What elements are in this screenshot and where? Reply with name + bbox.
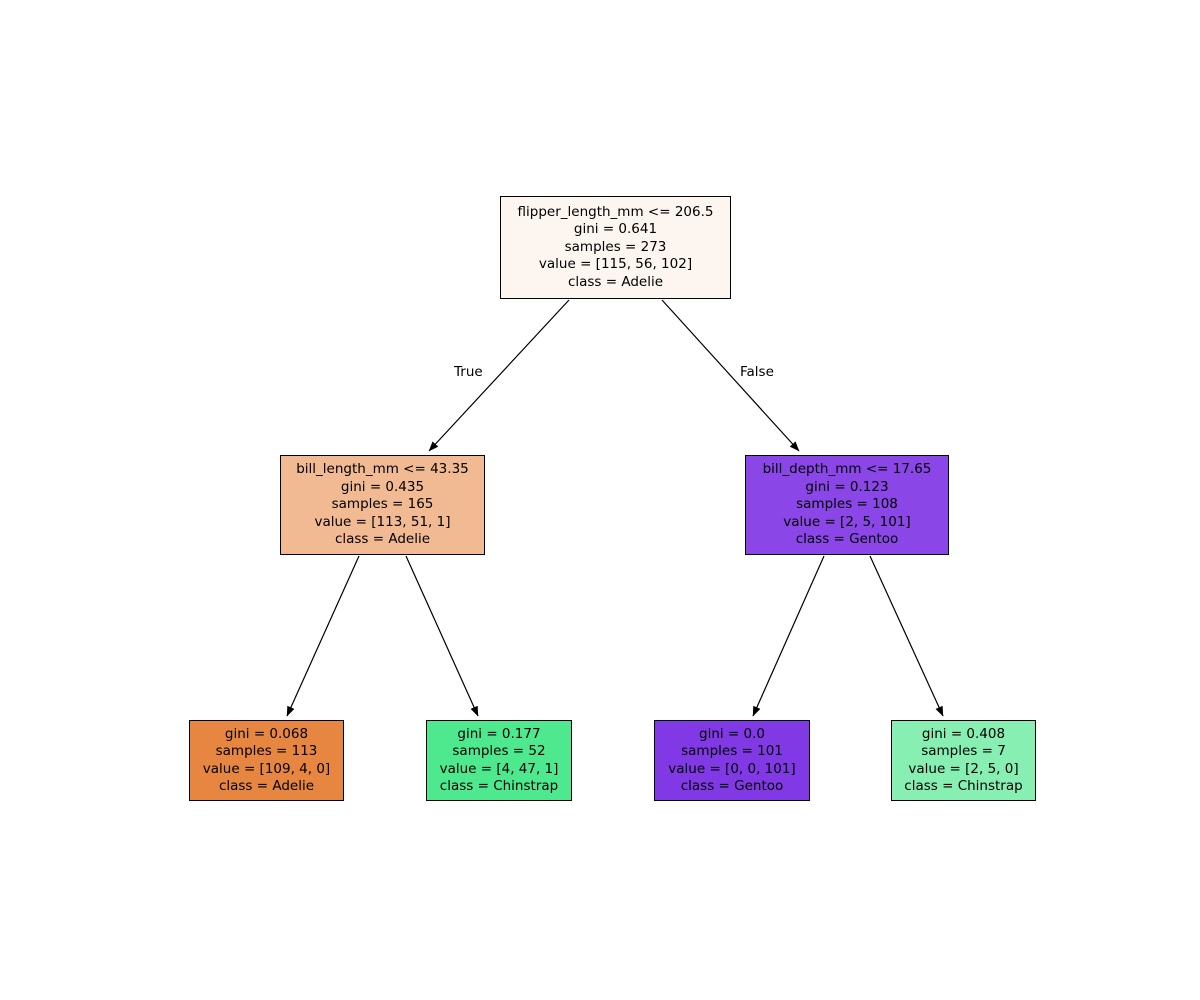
node-gini: gini = 0.435 (340, 478, 425, 495)
node-value: value = [0, 0, 101] (668, 760, 796, 777)
node-class: class = Adelie (567, 273, 664, 290)
edge-left-to-leaf1-arrow (286, 555, 360, 717)
node-condition: bill_depth_mm <= 17.65 (762, 461, 932, 478)
node-gini: gini = 0.068 (224, 725, 309, 742)
edge-label-true: True (454, 364, 483, 380)
node-condition: bill_length_mm <= 43.35 (296, 461, 469, 478)
node-gini: gini = 0.123 (805, 478, 889, 495)
tree-node-leaf-3: gini = 0.0 samples = 101 value = [0, 0, … (654, 720, 810, 801)
edge-right-to-leaf3-arrow (752, 555, 825, 717)
node-gini: gini = 0.408 (921, 725, 1006, 742)
node-condition: flipper_length_mm <= 206.5 (517, 203, 714, 220)
node-value: value = [113, 51, 1] (314, 513, 451, 530)
node-value: value = [109, 4, 0] (202, 760, 331, 777)
node-samples: samples = 273 (564, 238, 667, 255)
tree-node-internal-left: bill_length_mm <= 43.35 gini = 0.435 sam… (280, 455, 485, 555)
node-class: class = Adelie (218, 778, 315, 794)
edge-root-to-right-arrow (661, 299, 800, 452)
node-samples: samples = 108 (796, 496, 898, 513)
node-class: class = Gentoo (795, 531, 899, 548)
node-gini: gini = 0.177 (457, 725, 541, 742)
node-class: class = Gentoo (680, 778, 784, 794)
node-value: value = [2, 5, 101] (783, 513, 911, 530)
node-class: class = Adelie (334, 531, 431, 548)
node-class: class = Chinstrap (904, 778, 1023, 794)
node-class: class = Chinstrap (439, 778, 559, 794)
edge-right-to-leaf4-arrow (869, 555, 944, 717)
node-value: value = [4, 47, 1] (439, 760, 559, 777)
node-value: value = [2, 5, 0] (908, 760, 1019, 777)
node-samples: samples = 101 (681, 743, 783, 759)
tree-node-leaf-4: gini = 0.408 samples = 7 value = [2, 5, … (891, 720, 1036, 801)
edge-root-to-left-arrow (428, 299, 570, 452)
tree-node-leaf-1: gini = 0.068 samples = 113 value = [109,… (189, 720, 344, 801)
edge-left-to-leaf2-arrow (405, 555, 479, 717)
tree-node-leaf-2: gini = 0.177 samples = 52 value = [4, 47… (426, 720, 572, 801)
tree-node-root: flipper_length_mm <= 206.5 gini = 0.641 … (500, 196, 731, 299)
node-samples: samples = 52 (452, 743, 546, 759)
node-samples: samples = 165 (331, 496, 434, 513)
node-samples: samples = 7 (921, 743, 1006, 759)
tree-node-internal-right: bill_depth_mm <= 17.65 gini = 0.123 samp… (745, 455, 949, 555)
edge-label-false: False (740, 364, 774, 380)
node-gini: gini = 0.641 (573, 221, 658, 238)
node-samples: samples = 113 (215, 743, 318, 759)
node-gini: gini = 0.0 (699, 725, 765, 742)
node-value: value = [115, 56, 102] (538, 256, 693, 273)
